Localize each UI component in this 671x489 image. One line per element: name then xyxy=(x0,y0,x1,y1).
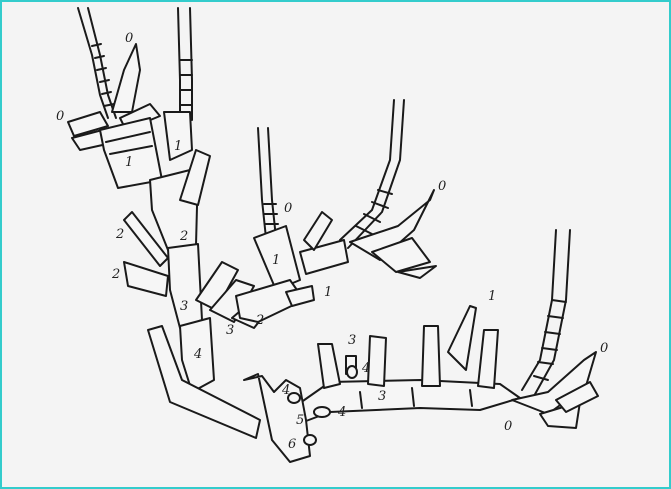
label-3: 3 xyxy=(180,299,188,314)
label-0: 0 xyxy=(284,201,292,216)
label-1: 1 xyxy=(125,155,133,170)
label-0: 0 xyxy=(125,31,133,46)
label-4: 4 xyxy=(193,347,202,362)
label-4: 4 xyxy=(281,383,290,398)
label-3: 3 xyxy=(226,323,234,338)
label-4: 4 xyxy=(337,405,346,420)
label-1: 1 xyxy=(488,289,496,304)
label-2: 2 xyxy=(111,267,120,282)
label-2: 2 xyxy=(115,227,124,242)
label-0: 0 xyxy=(438,179,446,194)
label-6: 6 xyxy=(288,437,296,452)
middle-branch xyxy=(236,100,436,322)
label-3: 3 xyxy=(348,333,356,348)
label-4: 4 xyxy=(361,361,370,376)
main-axis xyxy=(68,8,276,438)
label-1: 1 xyxy=(272,253,280,268)
label-5: 5 xyxy=(296,413,304,428)
label-3: 3 xyxy=(378,389,386,404)
label-0: 0 xyxy=(600,341,608,356)
label-0: 0 xyxy=(504,419,512,434)
label-2: 2 xyxy=(179,229,188,244)
label-1: 1 xyxy=(324,285,332,300)
label-1: 1 xyxy=(174,139,182,154)
label-2: 2 xyxy=(255,313,264,328)
label-0: 0 xyxy=(56,109,64,124)
